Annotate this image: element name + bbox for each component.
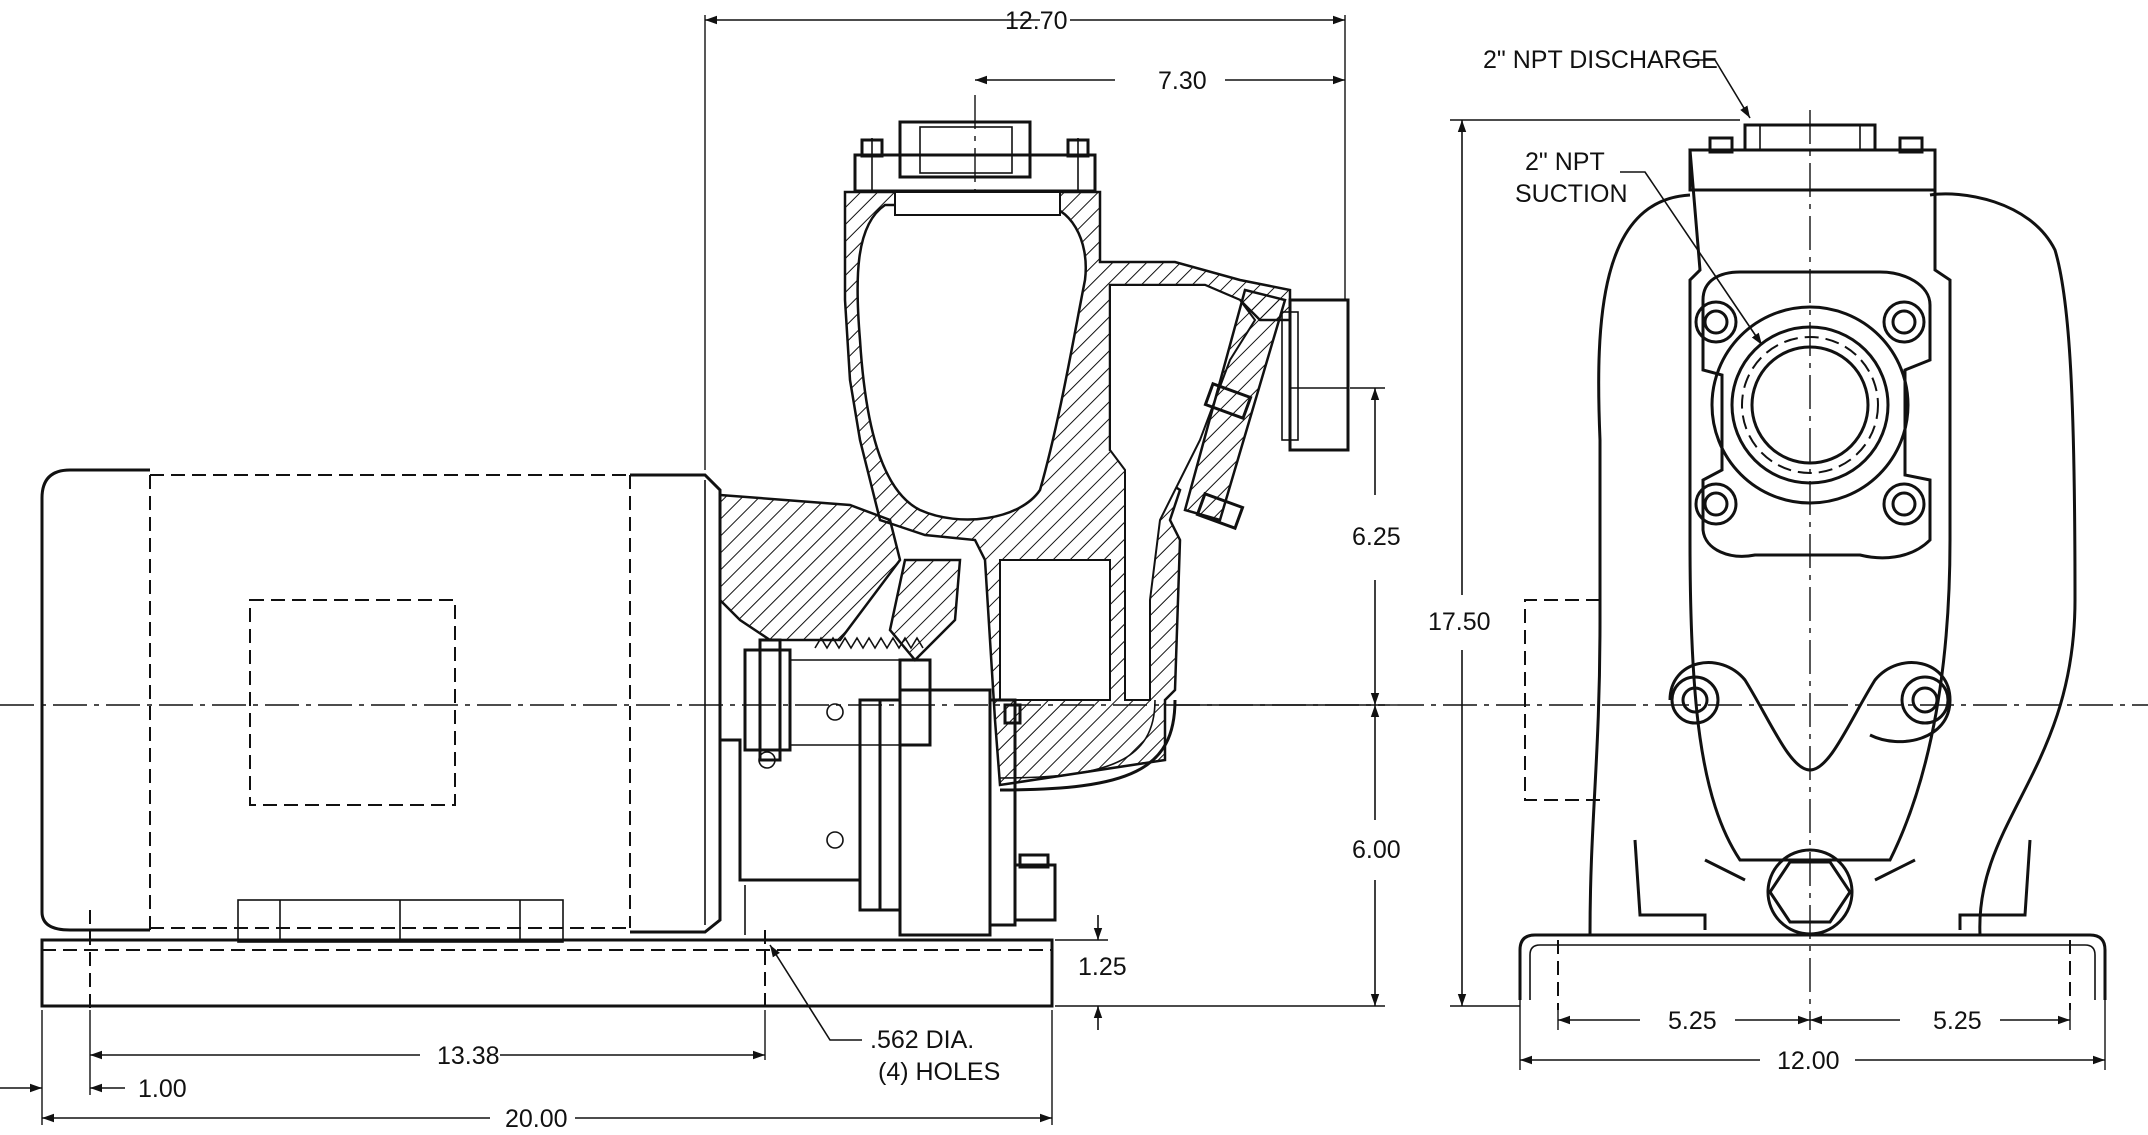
discharge-port: [898, 120, 1032, 179]
motor-silhouette: [1588, 192, 2077, 937]
dim-1-00: 1.00: [138, 1075, 187, 1103]
side-view: [0, 95, 1390, 1010]
shaft-seal: [743, 648, 792, 752]
dim-5-25-left: 5.25: [1668, 1007, 1717, 1035]
dim-17-50: 17.50: [1428, 608, 1491, 636]
note-holes-line2: (4) HOLES: [878, 1058, 1000, 1086]
suction-port: [1288, 298, 1350, 452]
note-discharge: 2" NPT DISCHARGE: [1483, 46, 1718, 74]
dimensions: 12.70 7.30 6.25 6.00 1.25 17.50 13.38: [0, 7, 2106, 1133]
dim-7-30: 7.30: [1158, 67, 1207, 95]
conduit-box: [249, 599, 456, 806]
dim-6-00: 6.00: [1352, 836, 1401, 864]
suction-flange: [1710, 305, 1910, 505]
dim-12-00: 12.00: [1777, 1047, 1840, 1075]
dim-5-25-right: 5.25: [1933, 1007, 1982, 1035]
note-suction-line2: SUCTION: [1515, 180, 1628, 208]
motor: [40, 468, 722, 943]
note-suction-line1: 2" NPT: [1525, 148, 1605, 176]
base: [40, 910, 1054, 1010]
notes: 2" NPT DISCHARGE 2" NPT SUCTION .562 DIA…: [769, 46, 1763, 1086]
flange-bolts: [1694, 300, 1926, 526]
dim-13-38: 13.38: [437, 1042, 500, 1070]
front-base: [1518, 933, 2107, 1000]
dim-1-25: 1.25: [1078, 953, 1127, 981]
front-view: [1390, 110, 2148, 1030]
dim-12-70: 12.70: [1005, 7, 1068, 35]
dim-20-00: 20.00: [505, 1105, 568, 1133]
dim-6-25: 6.25: [1352, 523, 1401, 551]
note-holes-line1: .562 DIA.: [870, 1026, 974, 1054]
pump-casing: [718, 120, 1350, 937]
